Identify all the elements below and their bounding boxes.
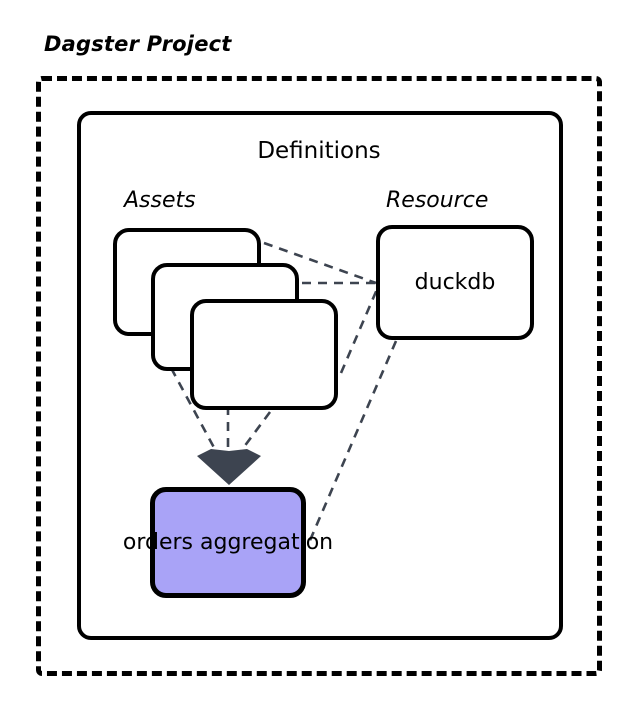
duckdb-node-label: duckdb [414,269,496,295]
resource-group-label: Resource [386,188,489,213]
project-boundary [36,76,602,676]
orders-aggregation-label: orders aggregation [122,529,334,555]
definitions-title: Definitions [257,138,381,164]
definitions-container [77,111,563,640]
project-title: Dagster Project [44,32,232,56]
assets-group-label: Assets [124,188,196,213]
orders-aggregation-node[interactable]: orders aggregation [123,487,333,598]
asset-node-3[interactable] [190,299,338,410]
duckdb-resource-node[interactable]: duckdb [376,225,534,340]
